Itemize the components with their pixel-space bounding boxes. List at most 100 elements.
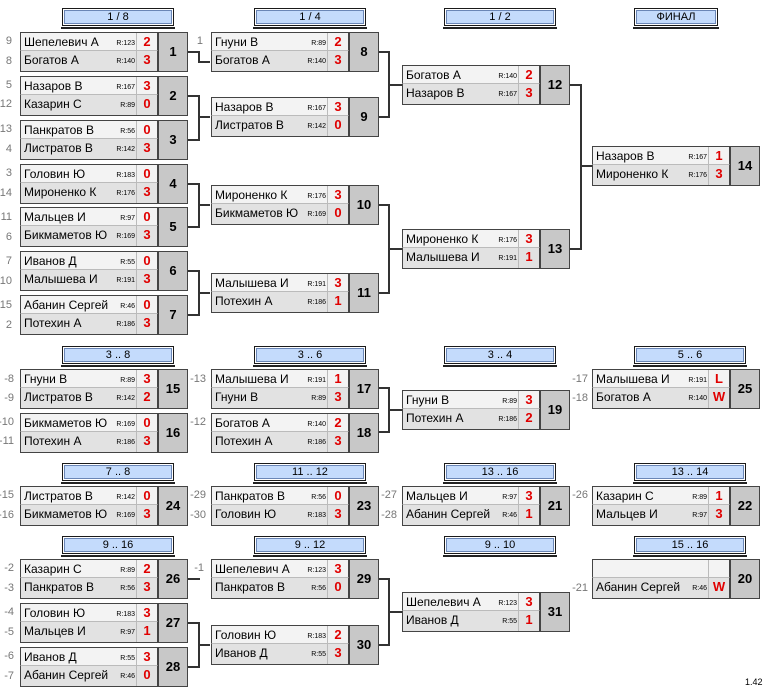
bracket-connector [188, 95, 200, 97]
player-name: Богатов А [596, 390, 651, 404]
match-number: 5 [158, 207, 188, 247]
stage-header: 15 .. 16 [633, 536, 747, 557]
player-name: Малышева И [215, 276, 289, 290]
player-rating: R:123 [116, 40, 135, 47]
player-score: 3 [518, 487, 539, 504]
seed-label: -21 [572, 582, 588, 594]
player-name: Потехин А [215, 294, 273, 308]
match-number: 25 [730, 369, 760, 409]
player-name: Панкратов В [215, 489, 286, 503]
player-name: Шепелевич А [406, 595, 481, 609]
player-rating: R:140 [116, 58, 135, 65]
stage-header: 11 .. 12 [253, 463, 367, 484]
player-rating: R:123 [498, 600, 517, 607]
seed-label: -13 [190, 373, 206, 385]
bracket-connector [570, 84, 582, 86]
match-number: 8 [349, 32, 379, 72]
player-name: Шепелевич А [215, 562, 290, 576]
bracket-connector [188, 622, 200, 624]
player-rating: R:167 [116, 84, 135, 91]
match-number: 13 [540, 229, 570, 269]
stage-header: 1 / 4 [253, 8, 367, 29]
seed-label: 4 [5, 143, 12, 155]
player-name: Мальцев И [406, 489, 468, 503]
player-name: Гнуни В [24, 372, 68, 386]
player-rating: R:167 [498, 91, 517, 98]
player-rating: R:89 [120, 567, 135, 574]
stage-header-label: 3 .. 6 [297, 349, 323, 361]
player-name: Бикмаметов Ю [24, 416, 108, 430]
match-number: 28 [158, 647, 188, 687]
player-name: Мироненко К [406, 232, 479, 246]
player-rating: R:176 [688, 172, 707, 179]
stage-header-label: 3 .. 4 [487, 349, 513, 361]
player-name: Богатов А [215, 416, 270, 430]
seed-label: -30 [190, 509, 206, 521]
seed-label: -4 [4, 606, 14, 618]
stage-header: 3 .. 8 [61, 346, 175, 367]
stage-header-label: 13 .. 14 [671, 466, 709, 478]
player-name: Шепелевич А [24, 35, 99, 49]
player-name: Абанин Сергей [596, 580, 681, 594]
player-rating: R:142 [116, 395, 135, 402]
player-score: 2 [518, 66, 539, 83]
seed-label: 14 [0, 187, 12, 199]
seed-label: -12 [190, 416, 206, 428]
seed-label: -27 [381, 489, 397, 501]
player-rating: R:55 [120, 655, 135, 662]
player-rating: R:183 [307, 512, 326, 519]
player-score: 3 [327, 560, 348, 577]
match-number: 30 [349, 625, 379, 665]
bracket-connector [198, 61, 210, 63]
seed-label: -3 [4, 582, 14, 594]
stage-header: 9 .. 16 [61, 536, 175, 557]
player-score: 3 [708, 165, 729, 185]
player-name: Потехин А [24, 316, 82, 330]
version-label: 1.42 [745, 677, 763, 687]
stage-header: 1 / 8 [61, 8, 175, 29]
player-rating: R:46 [120, 303, 135, 310]
